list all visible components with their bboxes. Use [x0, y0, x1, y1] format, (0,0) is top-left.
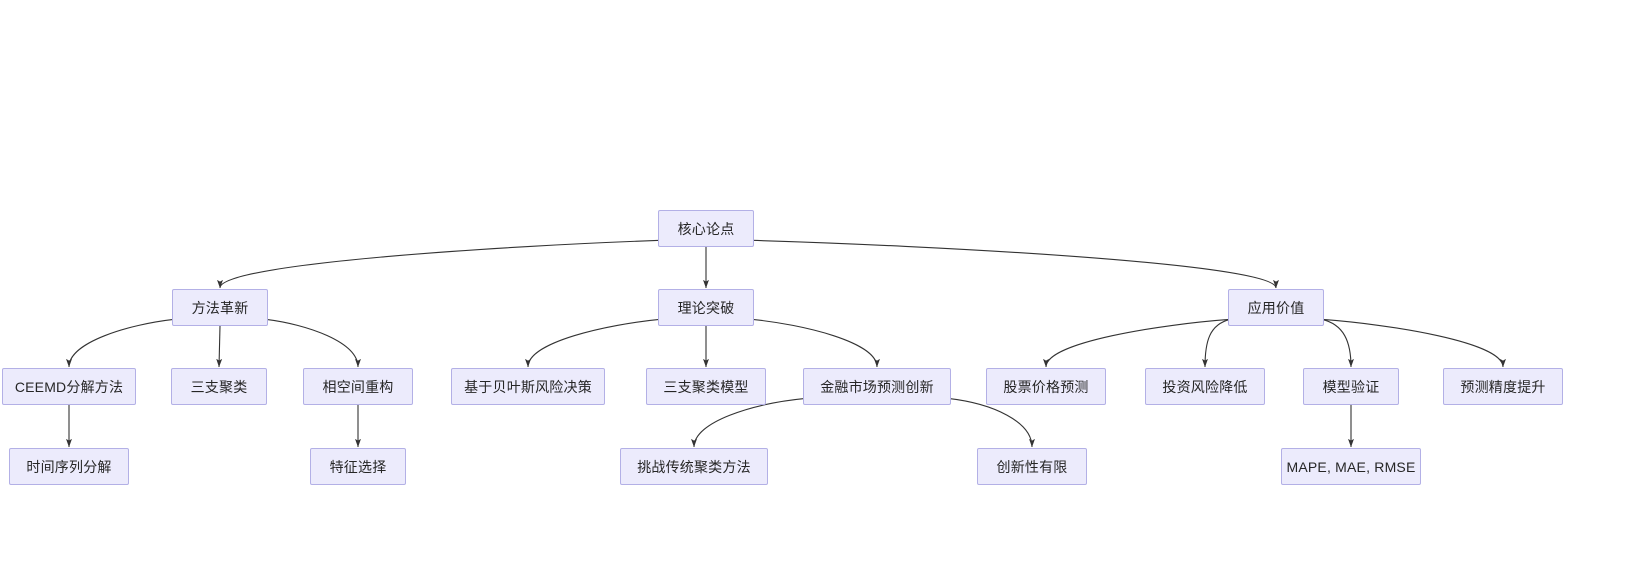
node-label: CEEMD分解方法 [14, 378, 124, 395]
node-l1a[interactable]: 方法革新 [172, 289, 268, 326]
node-l2a3[interactable]: 相空间重构 [303, 368, 413, 405]
node-l3b3b[interactable]: 创新性有限 [977, 448, 1087, 485]
node-label: 创新性有限 [996, 458, 1068, 475]
node-l3c3[interactable]: MAPE, MAE, RMSE [1281, 448, 1421, 485]
edge-root-to-l1c [751, 239, 1279, 289]
edge-l2b3-to-l3b3b [947, 397, 1035, 448]
node-label: 预测精度提升 [1460, 378, 1546, 395]
node-label: 模型验证 [1322, 378, 1380, 395]
node-l3a1[interactable]: 时间序列分解 [9, 448, 129, 485]
edge-l2b3-to-l3b3a [691, 397, 807, 448]
node-label: 股票价格预测 [1003, 378, 1089, 395]
node-label: 方法革新 [191, 299, 249, 316]
node-l2b1[interactable]: 基于贝叶斯风险决策 [451, 368, 605, 405]
node-root[interactable]: 核心论点 [658, 210, 754, 247]
node-label: 基于贝叶斯风险决策 [464, 378, 592, 395]
node-l2c4[interactable]: 预测精度提升 [1443, 368, 1563, 405]
edge-l1c-to-l2c3 [1321, 318, 1354, 368]
node-l1c[interactable]: 应用价值 [1228, 289, 1324, 326]
node-label: 投资风险降低 [1162, 378, 1248, 395]
node-l2c2[interactable]: 投资风险降低 [1145, 368, 1265, 405]
node-label: 应用价值 [1247, 299, 1305, 316]
edge-l1b-to-l2b1 [525, 318, 661, 368]
node-l3b3a[interactable]: 挑战传统聚类方法 [620, 448, 768, 485]
edge-l1a-to-l2a3 [265, 318, 361, 368]
edge-l1a-to-l2a2 [216, 325, 223, 368]
node-label: 核心论点 [677, 220, 735, 237]
node-label: 相空间重构 [322, 378, 394, 395]
edge-root-to-l1a [217, 239, 661, 289]
edge-l1c-to-l2c2 [1202, 318, 1231, 368]
node-l1b[interactable]: 理论突破 [658, 289, 754, 326]
node-l2c1[interactable]: 股票价格预测 [986, 368, 1106, 405]
node-l2a1[interactable]: CEEMD分解方法 [2, 368, 136, 405]
edge-l1b-to-l2b3 [751, 318, 880, 368]
edge-l1c-to-l2c1 [1043, 318, 1231, 368]
edge-l1c-to-l2c4 [1321, 318, 1506, 368]
node-label: 挑战传统聚类方法 [637, 458, 751, 475]
node-label: 理论突破 [677, 299, 735, 316]
node-label: 特征选择 [329, 458, 387, 475]
edge-group [66, 239, 1506, 448]
node-l2c3[interactable]: 模型验证 [1303, 368, 1399, 405]
node-label: 三支聚类模型 [663, 378, 749, 395]
node-label: 时间序列分解 [26, 458, 112, 475]
edge-l1a-to-l2a1 [66, 318, 175, 368]
node-label: 金融市场预测创新 [820, 378, 934, 395]
node-l2a2[interactable]: 三支聚类 [171, 368, 267, 405]
node-l2b2[interactable]: 三支聚类模型 [646, 368, 766, 405]
node-l2b3[interactable]: 金融市场预测创新 [803, 368, 951, 405]
node-label: 三支聚类 [190, 378, 248, 395]
node-label: MAPE, MAE, RMSE [1286, 458, 1416, 475]
node-l3a3[interactable]: 特征选择 [310, 448, 406, 485]
